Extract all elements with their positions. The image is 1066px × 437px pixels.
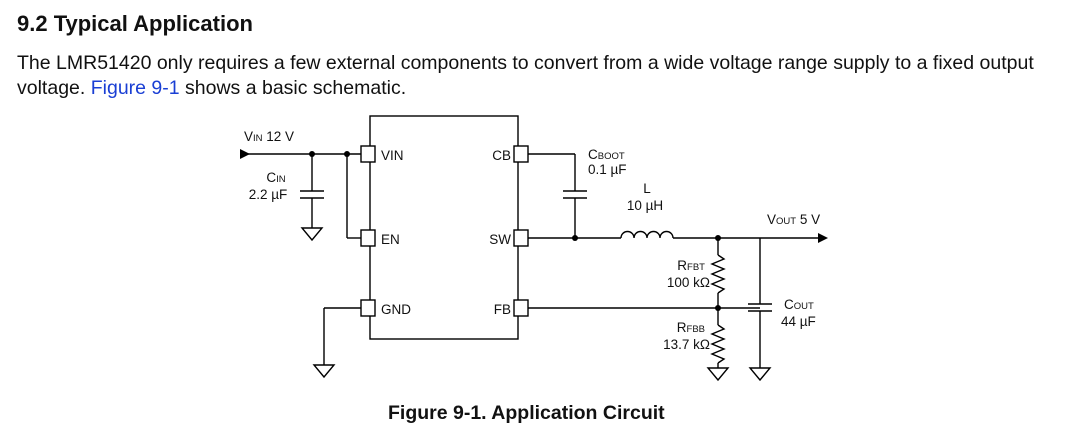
- section-heading: 9.2 Typical Application: [17, 11, 253, 36]
- inductor-value: 10 µH: [627, 198, 663, 213]
- pin-box-sw: [513, 229, 529, 247]
- pin-box-fb: [513, 299, 529, 317]
- cin-label: CIN: [266, 170, 285, 185]
- figure-caption: Figure 9-1. Application Circuit: [388, 402, 665, 424]
- ic-body: [369, 115, 519, 340]
- ground-icon: [312, 364, 336, 379]
- pin-fb: FB: [494, 302, 511, 317]
- vout-arrow-icon: [818, 233, 828, 243]
- inductor-label: L: [643, 181, 651, 196]
- pin-vin: VIN: [381, 148, 404, 163]
- pin-gnd: GND: [381, 302, 411, 317]
- cout-label: COUT: [784, 297, 814, 312]
- rfbb-value: 13.7 kΩ: [663, 337, 710, 352]
- cout-value: 44 µF: [781, 314, 816, 329]
- figure-link[interactable]: Figure 9-1: [90, 77, 180, 99]
- cin-value: 2.2 µF: [249, 187, 288, 202]
- cboot-value: 0.1 µF: [588, 162, 627, 177]
- pin-sw: SW: [489, 232, 511, 247]
- paragraph-text: The LMR51420 only requires a few externa…: [17, 52, 1034, 99]
- paragraph-text-end: shows a basic schematic.: [185, 77, 407, 99]
- vout-label: VOUT 5 V: [767, 212, 820, 227]
- rfbb-label: RFBB: [677, 320, 705, 335]
- vin-label: VIN 12 V: [244, 129, 294, 144]
- rfbt-value: 100 kΩ: [667, 275, 710, 290]
- pin-box-en: [360, 229, 376, 247]
- pin-en: EN: [381, 232, 400, 247]
- cboot-label: CBOOT: [588, 147, 625, 162]
- pin-box-gnd: [360, 299, 376, 317]
- ground-icon: [706, 367, 730, 382]
- ground-icon: [748, 367, 772, 382]
- rfbt-label: RFBT: [677, 258, 705, 273]
- pin-box-cb: [513, 145, 529, 163]
- ground-icon: [300, 227, 324, 242]
- vin-arrow-icon: [240, 149, 250, 159]
- inductor-coil: [620, 230, 674, 239]
- pin-box-vin: [360, 145, 376, 163]
- section-paragraph: The LMR51420 only requires a few externa…: [17, 51, 1062, 101]
- pin-cb: CB: [492, 148, 511, 163]
